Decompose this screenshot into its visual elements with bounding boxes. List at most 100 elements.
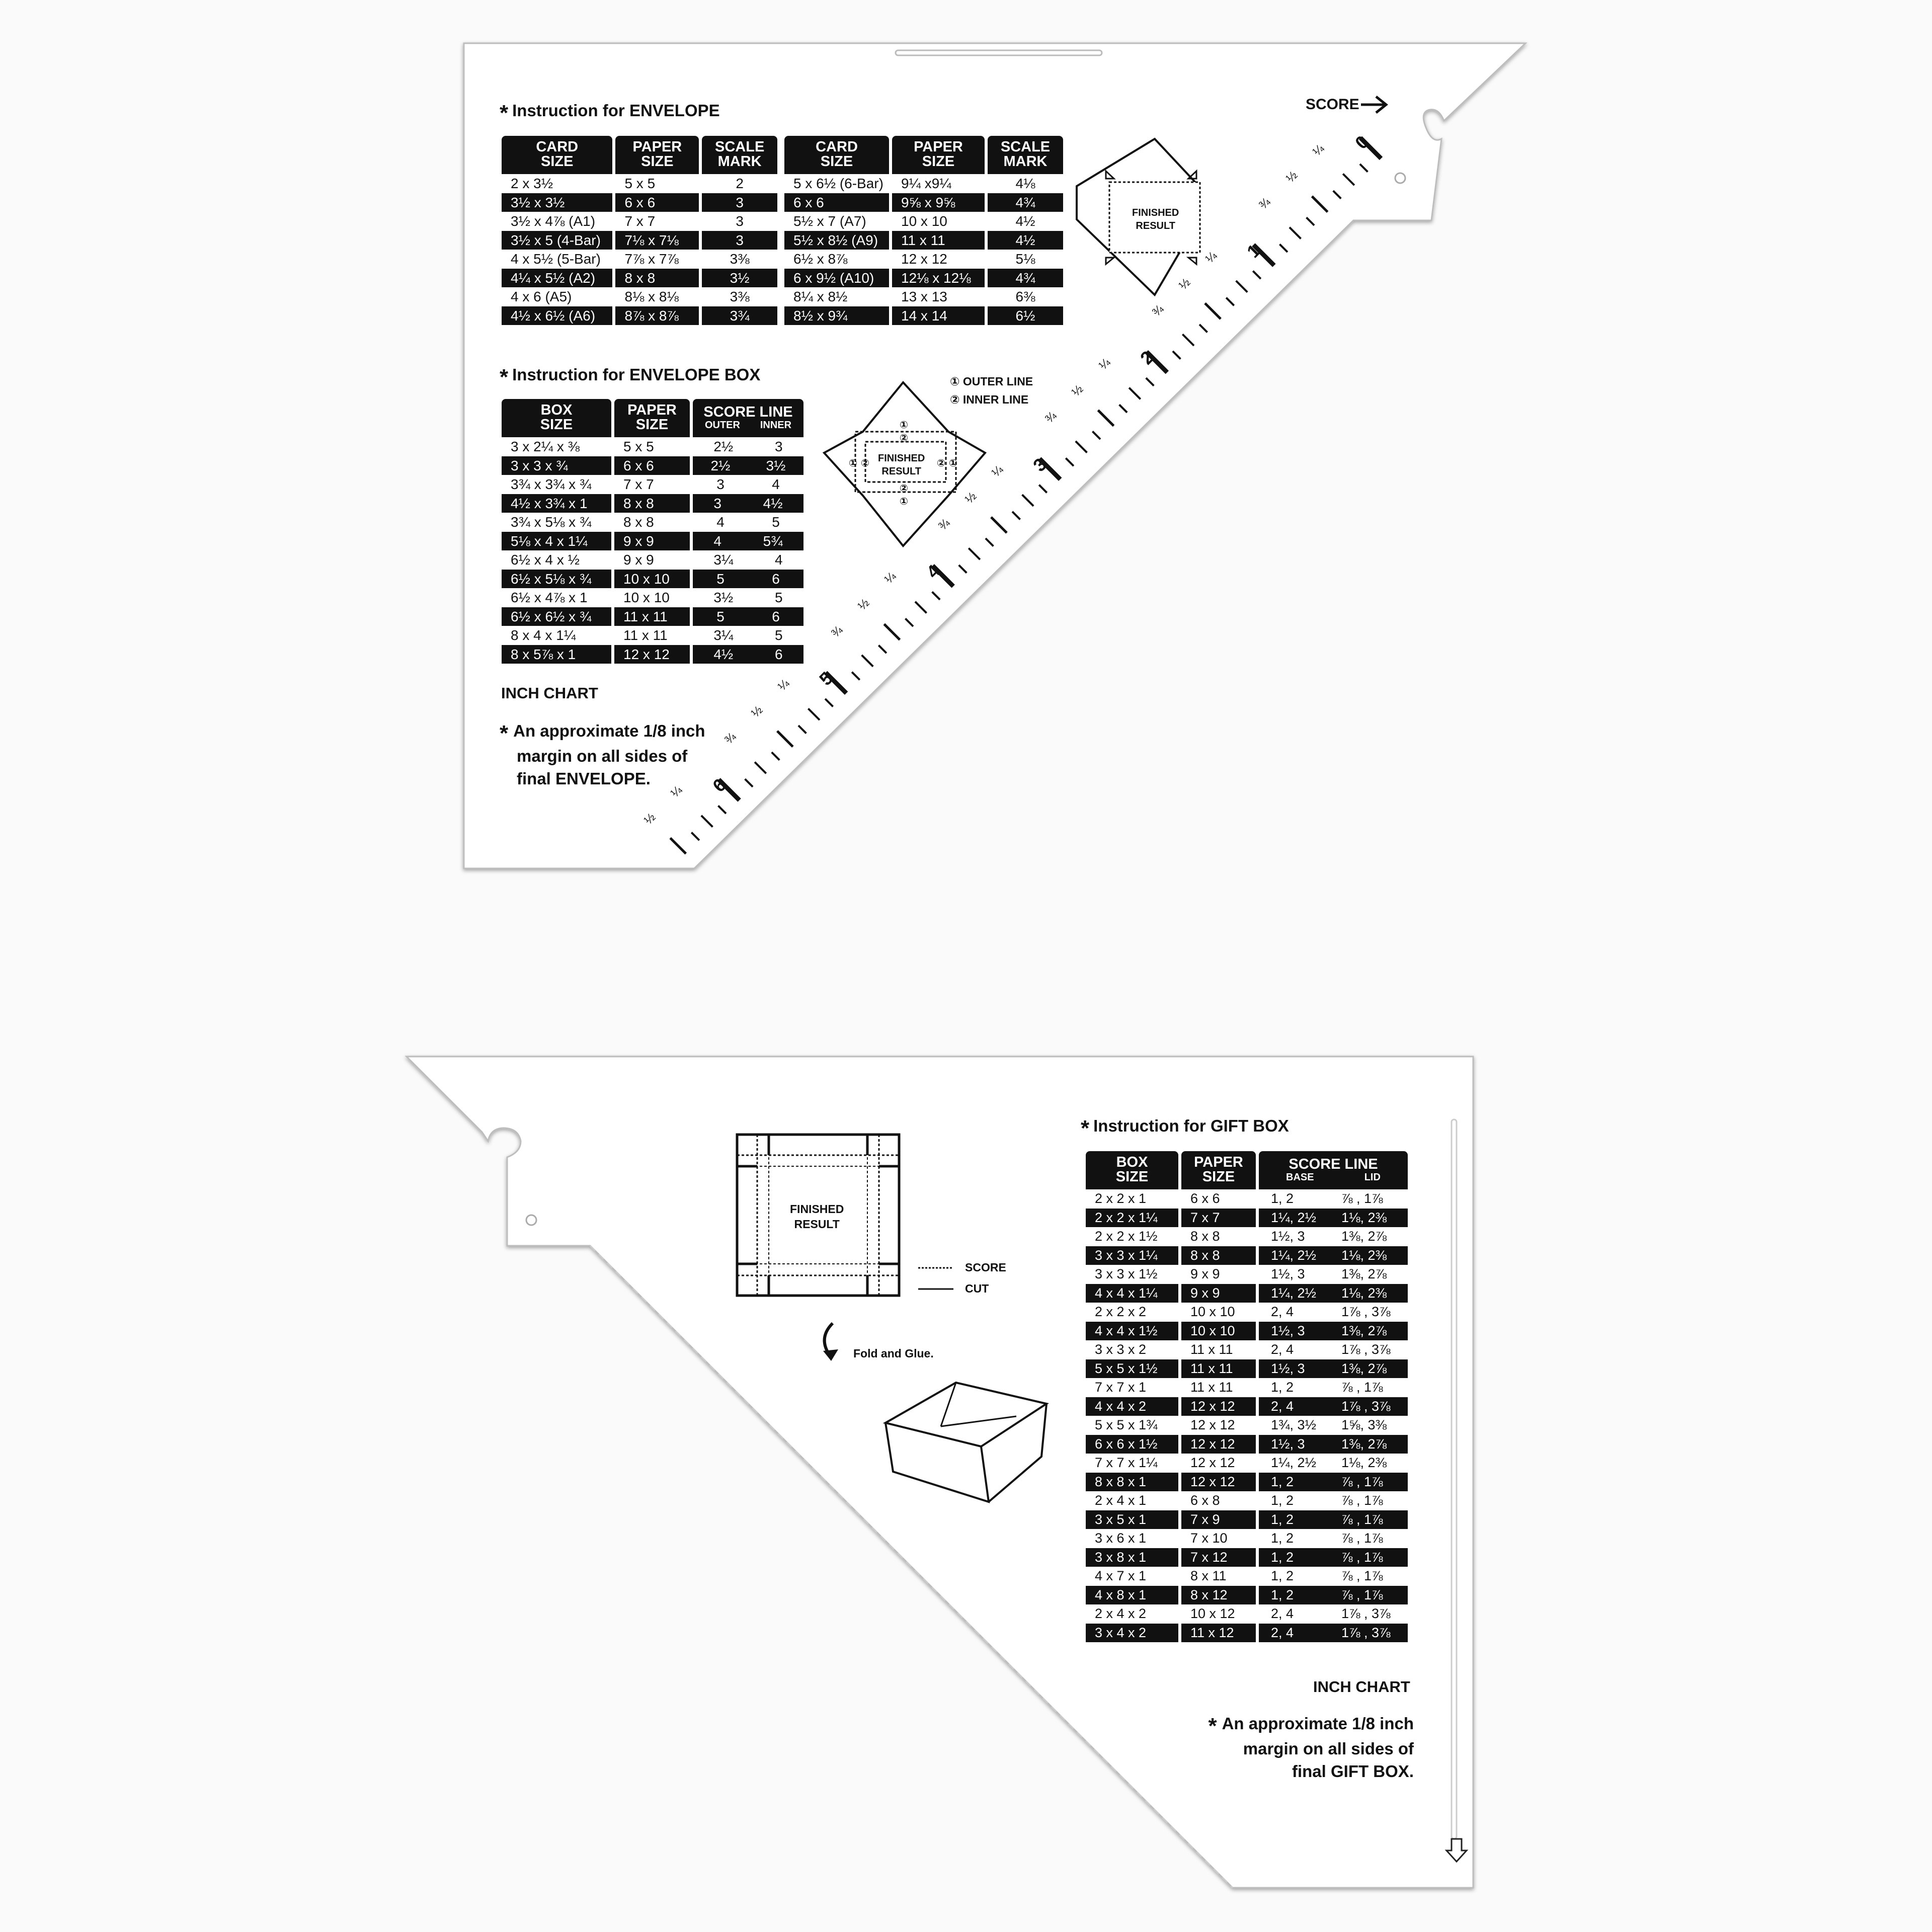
table-cell: 4¼ x 5½ (A2) xyxy=(502,268,613,287)
table-cell: 8 x 5⅞ x 1 xyxy=(502,645,611,664)
table-cell: 10 x 10 xyxy=(1190,1304,1235,1319)
ruler-tick xyxy=(905,618,914,627)
ruler-tick xyxy=(776,730,794,748)
table-cell: 5 x 5 x 1½ xyxy=(1086,1359,1178,1378)
table-cell: 14 x 14 xyxy=(892,306,985,325)
table-cell: 2 x 2 x 1½ xyxy=(1095,1229,1158,1244)
score-base: 1, 2 xyxy=(1271,1474,1294,1489)
score-base: 1, 2 xyxy=(1271,1493,1294,1508)
ruler-tick xyxy=(824,671,848,695)
table-cell: 6½ x 6½ x ¾ xyxy=(502,607,611,626)
table-cell-value: 5¾ xyxy=(763,533,783,549)
ruler-tick xyxy=(1145,350,1169,374)
table-cell: 7 x 7 x 1 xyxy=(1095,1380,1147,1395)
gift-box-note: *An approximate 1/8 inch margin on all s… xyxy=(1208,1714,1414,1781)
table-cell: 6½ x 4⅞ x 1 xyxy=(511,590,588,606)
score-lid: 1⅜, 2⅞ xyxy=(1341,1323,1387,1338)
table-cell-value: 3 xyxy=(775,439,783,455)
top-ruler-hole xyxy=(1394,172,1406,184)
score-lid: 1⅝, 3⅜ xyxy=(1341,1417,1387,1432)
table-cell: 7 x 7 x 1¼ xyxy=(1095,1455,1158,1470)
score-lid: 1⅞ , 3⅞ xyxy=(1341,1625,1391,1640)
ruler-tick xyxy=(1342,173,1355,186)
table-cell: 8 x 8 xyxy=(1181,1246,1256,1265)
ruler-tick xyxy=(861,654,874,668)
table-cell: 9⅝ x 9⅝ xyxy=(892,193,985,212)
table-cell: 8½ x 9¾ xyxy=(784,306,889,325)
ruler-tick xyxy=(1145,377,1155,387)
table-cell: 4 x 4 x 2 xyxy=(1086,1397,1178,1416)
ruler-tick xyxy=(690,832,700,841)
table-cell-value: 5 xyxy=(772,514,780,530)
table-cell: 3¾ x 3¾ x ¾ xyxy=(511,476,592,493)
ruler-tick xyxy=(1332,190,1342,200)
table-cell: 3½ x 5 (4-Bar) xyxy=(502,230,613,250)
score-label: SCORE xyxy=(1306,96,1359,113)
table-cell: 11 x 12 xyxy=(1181,1623,1256,1642)
table-cell: 6 x 8 xyxy=(1190,1493,1220,1508)
table-cell: 3 xyxy=(702,193,777,212)
table-cell: 6½ x 8⅞ xyxy=(793,251,848,267)
table-cell-value: 2½ xyxy=(710,457,731,473)
table-cell: 7⅞ x 7⅞ xyxy=(624,251,679,267)
ruler-tick xyxy=(1181,333,1195,347)
ruler-tick xyxy=(883,623,901,641)
table-cell-value: 3¼ xyxy=(713,627,734,643)
table-cell: 8 x 8 x 1 xyxy=(1086,1472,1178,1491)
score-lid: ⅞ , 1⅞ xyxy=(1341,1568,1383,1583)
table-cell: 3 x 8 x 1 xyxy=(1086,1548,1178,1567)
diagram-mark: ② xyxy=(937,458,945,469)
table-cell: 6½ x 4 x ½ xyxy=(511,552,580,568)
table-cell-value: 3 xyxy=(713,495,721,511)
table-cell: 2 xyxy=(736,176,744,191)
table-cell-value: 4 xyxy=(775,552,783,568)
gift-box-title: *Instruction for GIFT BOX xyxy=(1081,1116,1289,1141)
table-cell: 3 x 5 x 1 xyxy=(1086,1510,1178,1529)
score-lid: 1⅛, 2⅜ xyxy=(1341,1210,1387,1225)
ruler-tick xyxy=(931,591,941,601)
score-base: 1¼, 2½ xyxy=(1271,1247,1317,1263)
score-lid: ⅞ , 1⅞ xyxy=(1341,1587,1383,1602)
score-base: 1¼, 2½ xyxy=(1271,1455,1317,1470)
ruler-tick xyxy=(797,725,807,734)
table-cell-value: 3¼ xyxy=(713,552,734,568)
table-cell: 8 x 12 xyxy=(1181,1585,1256,1604)
table-cell: 3 x 3 x 1½ xyxy=(1095,1266,1158,1281)
table-cell: 6½ x 5⅛ x ¾ xyxy=(502,569,611,588)
table-cell: 9¼ x9¼ xyxy=(901,176,951,191)
score-base: 1, 2 xyxy=(1271,1587,1294,1602)
ruler-tick xyxy=(669,837,687,855)
score-lid: 1⅛, 2⅜ xyxy=(1341,1247,1387,1263)
table-cell-value: 2½ xyxy=(713,439,734,455)
score-lid: 1⅛, 2⅜ xyxy=(1341,1455,1387,1470)
table-cell: 6 x 6 x 1½ xyxy=(1086,1434,1178,1454)
